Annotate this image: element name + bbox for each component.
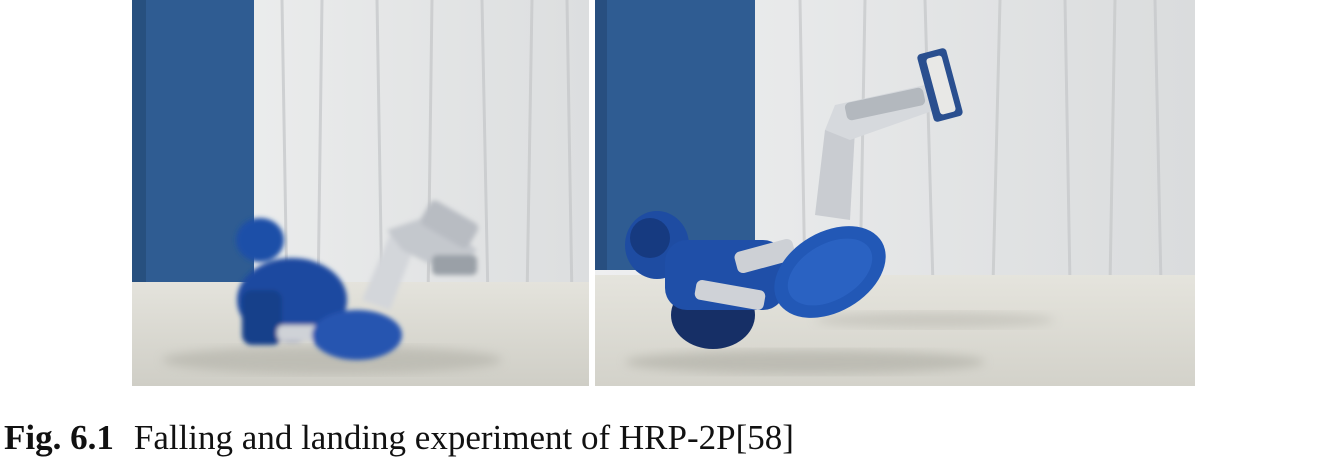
falling-robot-photo [132, 0, 589, 386]
landed-robot-photo [595, 0, 1195, 386]
figure-caption: Fig. 6.1 Falling and landing experiment o… [4, 418, 794, 458]
figure-photo-left [132, 0, 589, 386]
figure-photo-right [595, 0, 1195, 386]
figure-caption-text: Falling and landing experiment of HRP-2P… [133, 418, 794, 457]
figure-label: Fig. 6.1 [4, 418, 114, 457]
